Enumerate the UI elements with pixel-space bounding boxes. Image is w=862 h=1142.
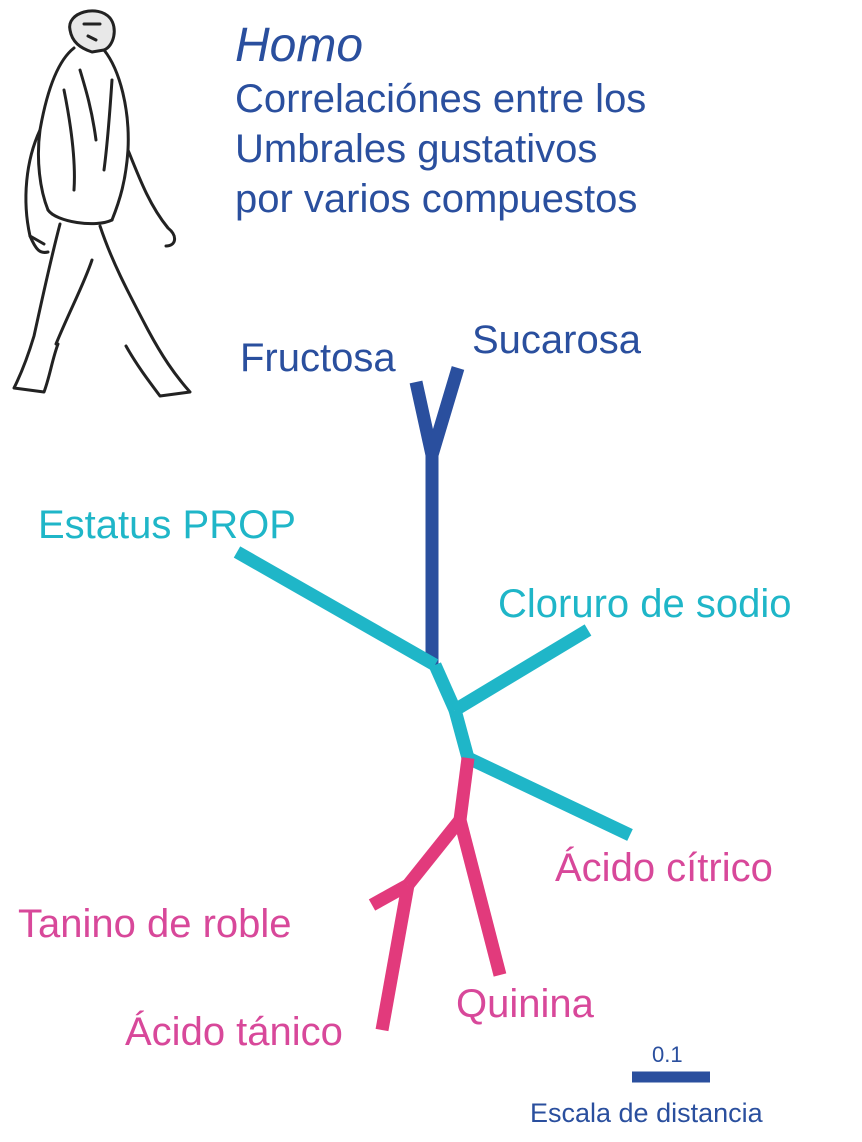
branch-bitter-inner xyxy=(402,815,466,890)
label-acido-tanico: Ácido tánico xyxy=(125,1010,343,1054)
branch-estatus-prop xyxy=(233,546,439,671)
branch-acido-citrico xyxy=(465,752,633,841)
branch-quinina xyxy=(453,818,507,977)
label-fructosa: Fructosa xyxy=(240,336,396,380)
scale-caption: Escala de distancia xyxy=(530,1098,763,1128)
branch-sucarosa xyxy=(425,366,465,457)
hominid-illustration xyxy=(12,9,192,398)
branch-internal-2 xyxy=(448,708,475,760)
branch-internal-1 xyxy=(429,662,461,713)
label-quinina: Quinina xyxy=(456,982,594,1026)
branch-acido-tanico xyxy=(375,883,415,1032)
label-tanino-de-roble: Tanino de roble xyxy=(18,902,292,946)
title-genus: Homo xyxy=(235,19,364,72)
title-line-2: Umbrales gustativos xyxy=(235,127,598,171)
title-line-3: por varios compuestos xyxy=(235,177,638,221)
label-cloruro-de-sodio: Cloruro de sodio xyxy=(498,582,792,626)
title-line-1: Correlaciónes entre los xyxy=(235,77,647,121)
label-estatus-prop: Estatus PROP xyxy=(38,503,296,547)
label-sucarosa: Sucarosa xyxy=(472,318,641,362)
title-block: Homo Correlaciónes entre los Umbrales gu… xyxy=(235,18,646,224)
branch-bitter-stem xyxy=(453,757,475,821)
branch-cloruro-de-sodio xyxy=(451,624,592,716)
scale-value: 0.1 xyxy=(652,1042,683,1067)
label-acido-citrico: Ácido cítrico xyxy=(555,846,773,890)
